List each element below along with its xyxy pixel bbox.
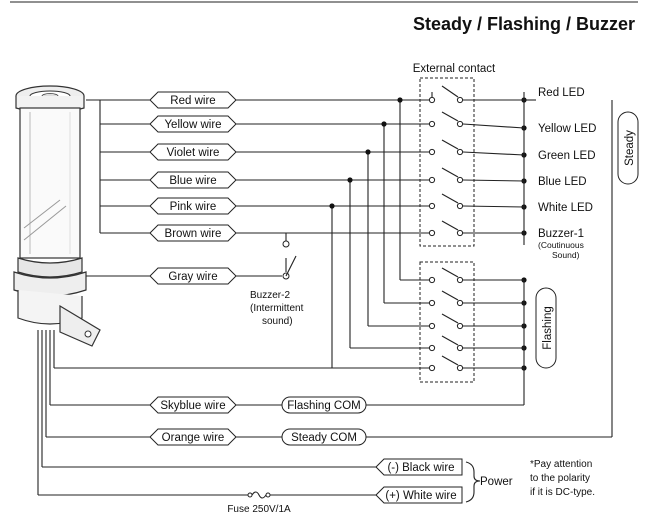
power-label: Power: [480, 476, 513, 488]
label-blue-led: Blue LED: [538, 176, 587, 188]
fuse-icon: [247, 491, 271, 499]
label-white-led: White LED: [538, 202, 593, 214]
buzzer2-label: Buzzer-2: [250, 290, 290, 301]
wire-blue: Blue wire: [169, 175, 216, 187]
flashing-mode-label: Flashing: [542, 306, 554, 349]
junction-dots: [329, 97, 527, 371]
label-yellow-led: Yellow LED: [538, 123, 596, 135]
flashing-com-badge: [281, 396, 367, 414]
buzzer2-switch-icon: [282, 240, 297, 280]
wire-red: Red wire: [170, 95, 215, 107]
tower-bus: [37, 99, 376, 496]
wire-orange: Orange wire: [162, 432, 225, 444]
label-green-led: Green LED: [538, 150, 596, 162]
buzzer2-note2: sound): [262, 316, 293, 327]
buzzer2-note1: (Intermittent: [250, 303, 304, 314]
steady-contact-box: [419, 77, 475, 247]
wire-yellow: Yellow wire: [164, 119, 221, 131]
steady-output-lines: [462, 99, 536, 234]
wire-tags: [149, 91, 463, 504]
wire-black: (-) Black wire: [387, 462, 454, 474]
flashing-output-lines: [463, 92, 525, 405]
flashing-contacts: [428, 267, 464, 372]
wire-gray: Gray wire: [168, 271, 217, 283]
flashing-com-label: Flashing COM: [287, 400, 361, 412]
steady-contacts: [428, 85, 464, 237]
note-line1: *Pay attention: [530, 459, 592, 470]
wire-brown: Brown wire: [165, 228, 222, 240]
wire-white: (+) White wire: [385, 490, 456, 502]
steady-com-badge: [281, 428, 367, 446]
label-buzzer1-note1: (Coutinuous: [538, 240, 584, 250]
label-red-led: Red LED: [538, 87, 585, 99]
steady-mode-badge: [617, 111, 639, 185]
wire-skyblue: Skyblue wire: [160, 400, 225, 412]
signal-tower-icon: [13, 85, 101, 347]
label-buzzer1-note2: Sound): [552, 250, 580, 260]
wire-violet: Violet wire: [167, 147, 220, 159]
fuse-label: Fuse 250V/1A: [227, 504, 291, 515]
flashing-mode-badge: [535, 287, 557, 369]
power-brace: [465, 461, 481, 503]
note-line3: if it is DC-type.: [530, 487, 595, 498]
external-contact-label: External contact: [413, 63, 496, 75]
wire-pink: Pink wire: [170, 201, 217, 213]
flashing-contact-box: [419, 261, 475, 383]
label-buzzer1: Buzzer-1: [538, 228, 584, 240]
note-line2: to the polarity: [530, 473, 590, 484]
page-title: Steady / Flashing / Buzzer: [413, 14, 635, 34]
steady-mode-label: Steady: [624, 130, 636, 166]
steady-com-label: Steady COM: [291, 432, 357, 444]
